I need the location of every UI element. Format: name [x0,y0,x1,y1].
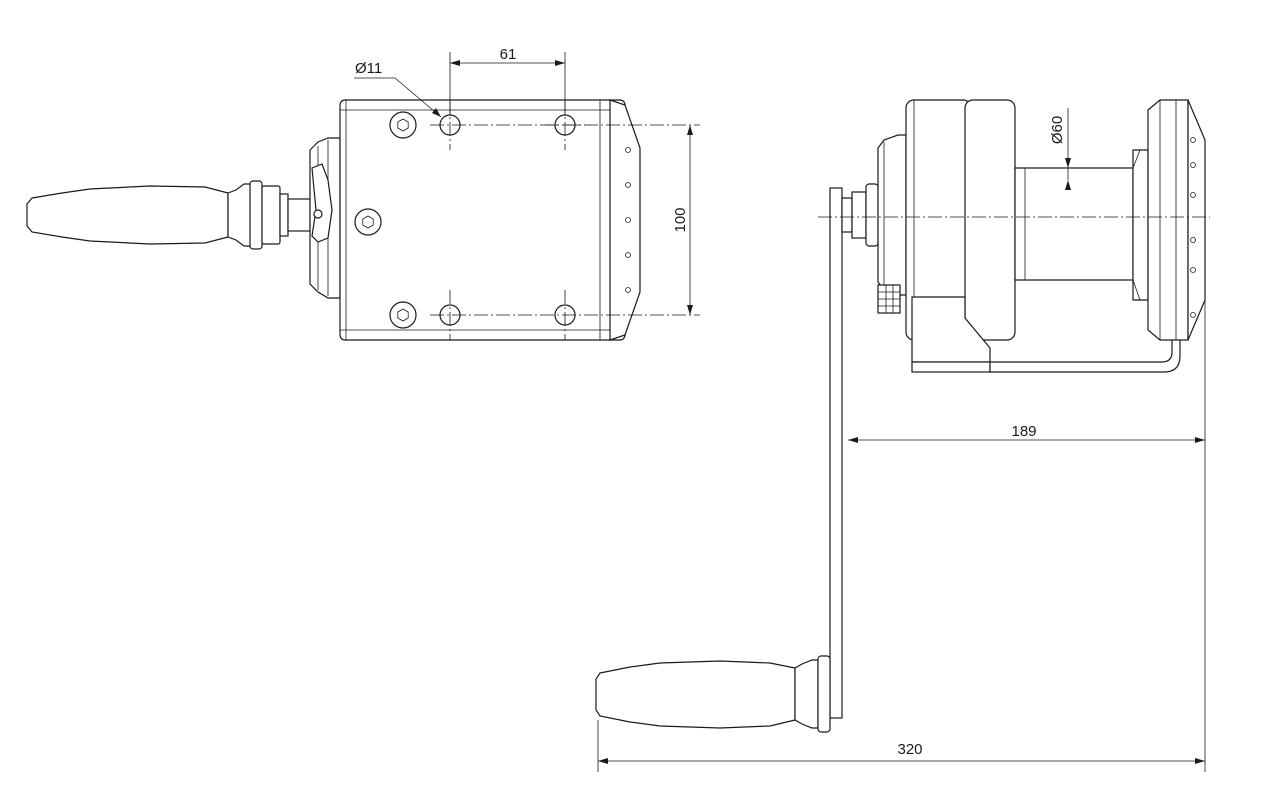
dim-drum-diameter: Ø60 [1049,108,1071,190]
flange-plate [1187,99,1206,341]
dim-overall-length: 320 [597,720,1205,772]
dim-hole-label: Ø11 [355,60,382,77]
pawl-lever [311,163,333,243]
bolt-icon [389,301,417,329]
side-flange [609,99,641,341]
dim-hole-diameter: Ø11 [354,60,442,118]
dim-100-label: 100 [672,207,689,232]
ratchet-disc [877,134,907,296]
dim-hole-spacing-y: 100 [672,125,693,315]
crank-handle-collar [817,655,831,733]
dim-60-label: Ø60 [1049,116,1066,144]
drum-flange [1147,99,1189,341]
pawl-block [877,284,901,314]
dim-320-label: 320 [897,741,922,758]
winch-body [339,99,626,341]
crank-arm [829,187,843,719]
dim-189-label: 189 [1011,423,1036,440]
dim-61-label: 61 [500,46,517,63]
bolt-icon [354,208,382,236]
side-view [595,99,1210,733]
bolt-icon [389,111,417,139]
dim-crank-offset: 189 [848,300,1206,772]
handle-grip [26,185,229,245]
winch-drum [1014,167,1134,281]
crank-handle-grip [595,660,796,729]
shaft-nut [279,193,289,237]
crank-shaft [841,197,853,233]
dim-hole-spacing-x: 61 [449,46,566,115]
handle-neck [227,183,253,247]
handle-collar [249,180,263,250]
handle-washer [261,185,281,245]
shaft [287,198,311,232]
frame-bar [989,337,1181,373]
front-view [26,99,700,341]
